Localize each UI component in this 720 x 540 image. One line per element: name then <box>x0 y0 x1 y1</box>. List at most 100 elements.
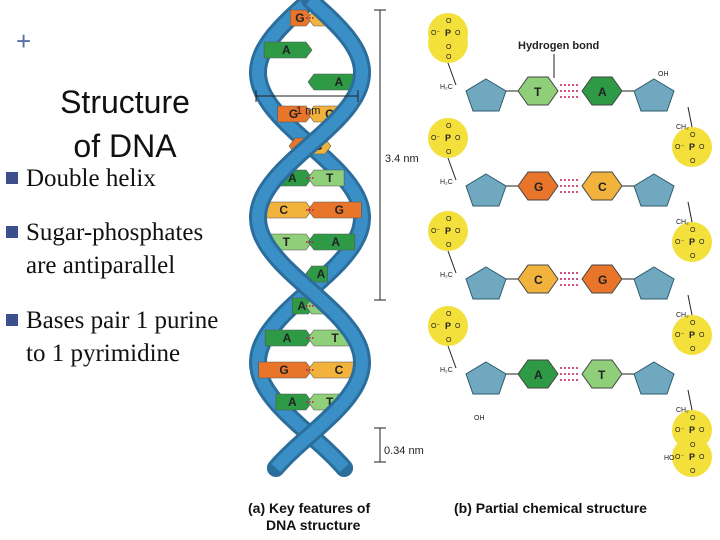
ch2-label: CH₂ <box>676 219 689 226</box>
phosphorus-label: P <box>445 28 451 38</box>
base-a <box>517 359 559 389</box>
base-letter: A <box>297 299 306 313</box>
slide-title: Structure of DNA <box>40 80 210 168</box>
oxygen-label: O <box>455 30 461 37</box>
ch2-label: CH₂ <box>676 124 689 131</box>
base-letter: A <box>288 395 297 409</box>
bullet-marker-icon <box>6 172 18 184</box>
base-g <box>277 105 313 123</box>
bullet-text-continued: to 1 pyrimidine <box>26 340 181 367</box>
ch2-label: CH₂ <box>676 312 689 319</box>
base-g <box>581 264 623 294</box>
pitch-label: 3.4 nm <box>385 153 419 165</box>
oxygen-label: O <box>690 253 696 260</box>
oh-label: OH <box>658 71 669 78</box>
oxygen-label: O <box>699 239 705 246</box>
backbone-bond <box>447 62 457 86</box>
base-letter: A <box>331 235 340 249</box>
base-letter: A <box>282 43 291 57</box>
oxygen-label: O <box>455 135 461 142</box>
helix-front-strand <box>248 0 372 477</box>
deoxyribose-left <box>465 361 507 395</box>
h2c-label: H₂C <box>440 179 453 186</box>
oxygen-label: O⁻ <box>675 144 684 151</box>
oxygen-label: O <box>690 415 696 422</box>
base-letter: A <box>317 267 326 281</box>
bullet-item: Bases pair 1 purine to 1 pyrimidine <box>6 304 218 370</box>
oxygen-label: O <box>690 346 696 353</box>
phosphorus-label: P <box>689 237 695 247</box>
base-t <box>307 169 345 187</box>
backbone-bond <box>687 294 693 316</box>
base-letter: C <box>335 363 344 377</box>
base-t <box>517 76 559 106</box>
phosphate-group: POO⁻OO <box>672 437 712 477</box>
base-letter: G <box>295 11 304 25</box>
base-letter: A <box>283 331 292 345</box>
base-letter: T <box>326 171 334 185</box>
oxygen-label: O <box>446 337 452 344</box>
oxygen-label: O⁻ <box>431 228 440 235</box>
oxygen-label: O <box>446 44 452 51</box>
oxygen-label: O <box>446 54 452 61</box>
base-g <box>289 9 313 27</box>
base-letter: G <box>279 363 288 377</box>
oxygen-label: O <box>446 123 452 130</box>
deoxyribose-left <box>465 173 507 207</box>
chemical-structure-diagram: Hydrogen bond POO⁻OOPOO⁻OOH₂CCH₂TAPOO⁻OO… <box>428 13 712 477</box>
title-line-2: of DNA <box>73 128 177 164</box>
bullet-text: Sugar-phosphates <box>26 219 204 246</box>
chemical-caption: (b) Partial chemical structure <box>454 500 647 516</box>
h2c-label: H₂C <box>440 84 453 91</box>
oxygen-label: O <box>690 132 696 139</box>
oxygen-label: O <box>690 158 696 165</box>
base-a <box>275 393 313 411</box>
deoxyribose-right <box>633 78 675 112</box>
backbone-bond <box>687 389 693 411</box>
phosphate-group: POO⁻OO <box>428 13 468 53</box>
base-letter: C <box>279 203 288 217</box>
oxygen-label: O <box>690 442 696 449</box>
base-letter: T <box>598 368 606 382</box>
plus-icon: + <box>16 26 32 56</box>
bullet-text: Double helix <box>26 165 156 192</box>
deoxyribose-right <box>633 173 675 207</box>
deoxyribose-left <box>465 266 507 300</box>
bullet-text: Bases pair 1 purine <box>26 307 219 334</box>
oxygen-label: O⁻ <box>675 239 684 246</box>
phosphorus-label: P <box>689 452 695 462</box>
phosphate-circle <box>428 118 468 158</box>
base-a <box>263 41 313 59</box>
base-a <box>307 233 356 251</box>
oxygen-label: O⁻ <box>675 454 684 461</box>
phosphate-circle <box>672 437 712 477</box>
backbone-bond <box>687 201 693 223</box>
phosphate-circle <box>428 13 468 53</box>
backbone-bond <box>447 250 457 274</box>
base-letter: G <box>598 273 607 287</box>
base-letter: T <box>326 395 334 409</box>
base-letter: T <box>331 331 339 345</box>
h2c-label: H₂C <box>440 367 453 374</box>
base-letter: A <box>334 75 343 89</box>
phosphorus-label: P <box>689 142 695 152</box>
ch2-label: CH₂ <box>676 407 689 414</box>
phosphate-circle <box>428 211 468 251</box>
spacing-label: 0.34 nm <box>384 445 424 457</box>
base-a <box>581 76 623 106</box>
phosphorus-label: P <box>689 425 695 435</box>
oxygen-label: O <box>690 468 696 475</box>
phosphate-circle <box>672 315 712 355</box>
oh-label: OH <box>474 415 485 422</box>
base-letter: G <box>289 107 298 121</box>
oxygen-label: O <box>446 311 452 318</box>
bullet-item: Double helix <box>6 162 156 195</box>
base-letter: C <box>325 107 334 121</box>
